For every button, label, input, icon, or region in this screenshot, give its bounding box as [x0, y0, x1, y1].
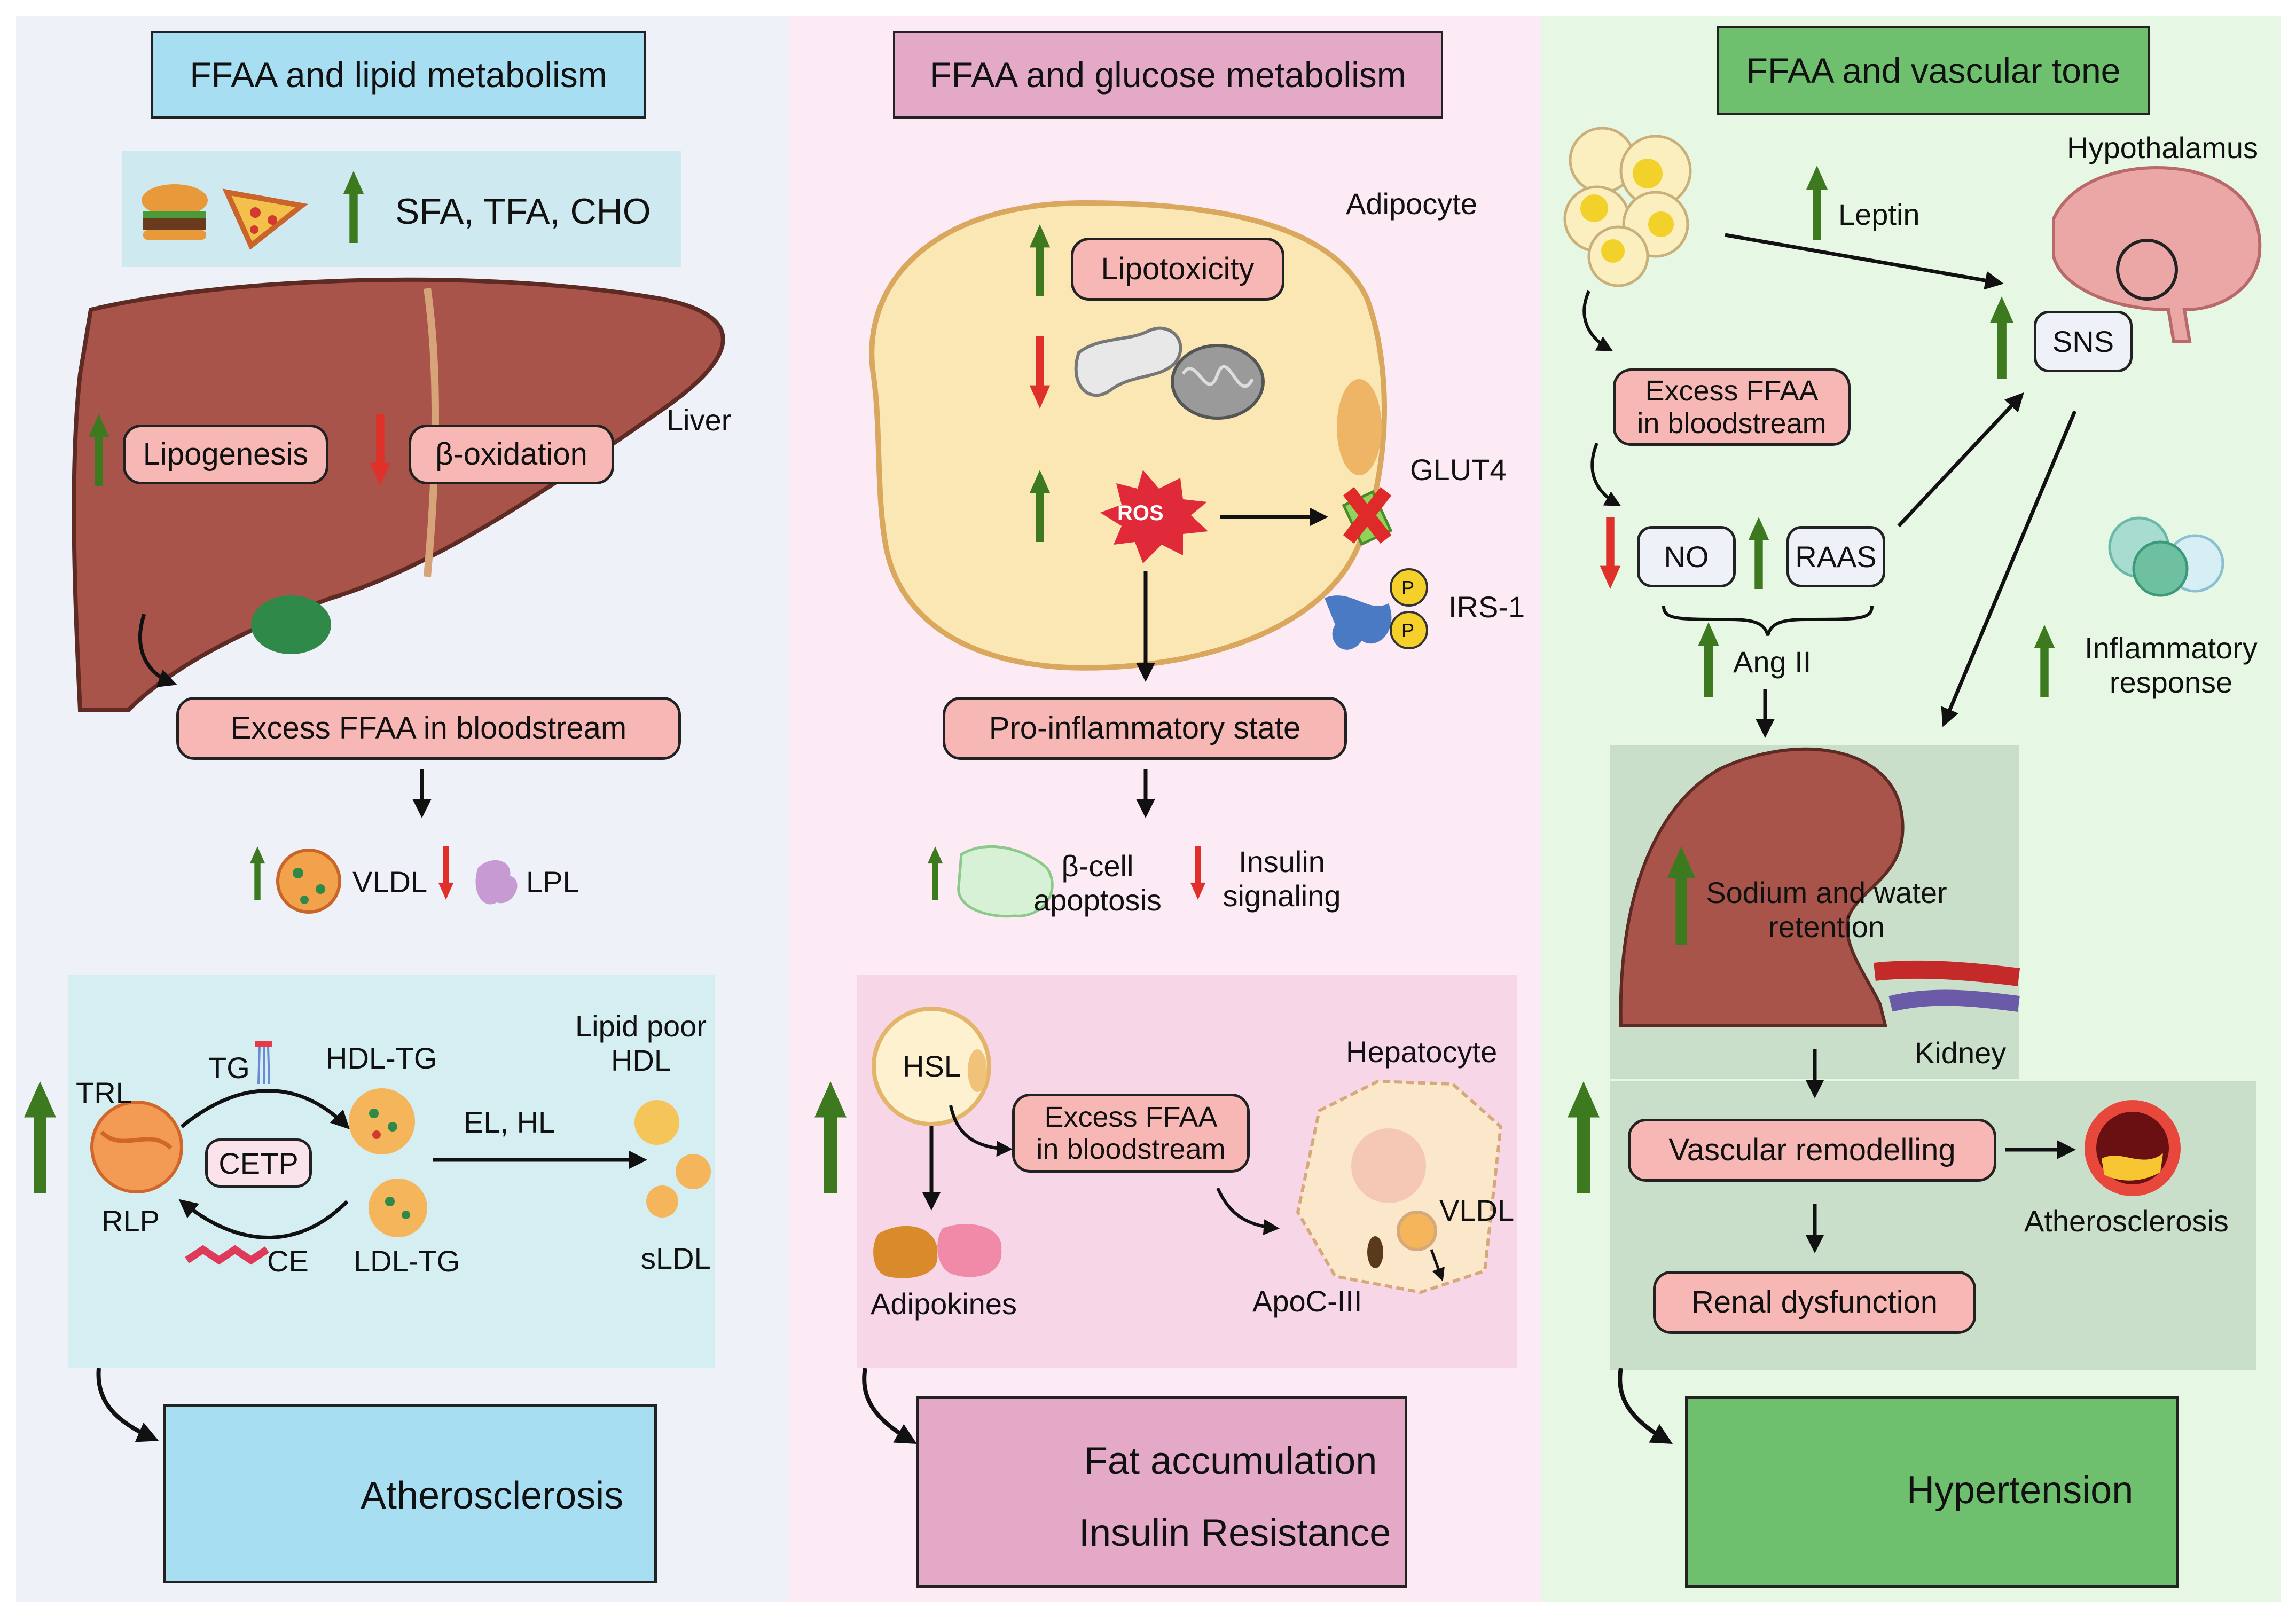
- atherosclerosis-outcome-box: Atherosclerosis: [163, 1404, 657, 1583]
- insulin-signaling-down-arrow: [1190, 846, 1206, 900]
- pizza-icon: [222, 188, 308, 250]
- burger-icon: [142, 184, 208, 240]
- hepatocyte-label: Hepatocyte: [1346, 1035, 1498, 1069]
- ang2-up-arrow: [1698, 622, 1719, 697]
- adipokine-molecules-icon: [873, 1224, 1002, 1278]
- ang2-label: Ang II: [1733, 645, 1812, 679]
- hypertension-outcome-box: Hypertension: [1685, 1396, 2179, 1588]
- beta-oxidation-pill: β-oxidation: [409, 425, 614, 484]
- proinflammatory-pill: Pro-inflammatory state: [943, 697, 1347, 760]
- fat-accumulation-label: Fat accumulation: [1084, 1440, 1377, 1482]
- glut4-label: GLUT4: [1410, 453, 1507, 486]
- triglyceride-up-arrow: [24, 1081, 56, 1193]
- atherosclerosis-outcome-label: Atherosclerosis: [361, 1474, 624, 1517]
- vldl-particle-icon: [276, 849, 341, 914]
- irs1-label: IRS-1: [1448, 590, 1525, 624]
- lipotoxicity-pill: Lipotoxicity: [1071, 238, 1284, 301]
- inflammatory-up-arrow: [2034, 625, 2055, 697]
- renal-dysfunction-pill: Renal dysfunction: [1653, 1271, 1976, 1334]
- adipokines-label: Adipokines: [871, 1287, 1017, 1321]
- beta-cell-up-arrow: [927, 846, 943, 900]
- glut4-transporter-icon: [1342, 487, 1393, 546]
- kidney-label: Kidney: [1915, 1036, 2007, 1070]
- artery-small-icon: [2085, 1100, 2181, 1196]
- hdl-particle-icon: [349, 1088, 415, 1154]
- no-box: NO: [1637, 526, 1736, 587]
- lpl-down-arrow: [438, 846, 454, 900]
- sns-up-arrow: [1989, 296, 2014, 379]
- leptin-up-arrow: [1806, 166, 1828, 240]
- ros-label: ROS: [1117, 501, 1164, 525]
- raas-box: RAAS: [1786, 526, 1885, 587]
- lipid-poor-hdl-icon: [634, 1100, 711, 1218]
- liver-icon: [72, 277, 725, 712]
- vldl-label: VLDL: [352, 865, 428, 899]
- hypertension-label: Hypertension: [1907, 1469, 2134, 1512]
- phospho-label-1: P: [1401, 577, 1415, 599]
- cetp-pill: CETP: [205, 1138, 312, 1188]
- vascular-panel-title: FFAA and vascular tone: [1717, 26, 2150, 115]
- brain-icon: [2052, 166, 2262, 343]
- insulin-resistance-label: Insulin Resistance: [1079, 1512, 1391, 1554]
- diet-band: [122, 151, 681, 267]
- hypothalamus-label: Hypothalamus: [2067, 131, 2258, 164]
- kidney-icon: [1619, 747, 2020, 1027]
- vascular-up-arrow: [1568, 1081, 1600, 1193]
- sns-box: SNS: [2034, 311, 2133, 372]
- lpl-label: LPL: [526, 865, 579, 899]
- fat-accumulation-outcome-box: Fat accumulation Insulin Resistance: [916, 1396, 1407, 1588]
- el-hl-label: EL, HL: [464, 1105, 555, 1139]
- ldl-tg-label: LDL-TG: [354, 1244, 460, 1278]
- hsl-adipocyte-icon: [872, 1007, 991, 1126]
- hsl-label: HSL: [903, 1049, 961, 1083]
- atherosclerosis-label: Atherosclerosis: [2024, 1204, 2229, 1238]
- beta-cell-icon: [957, 845, 1054, 918]
- er-organelle-icon: [1074, 326, 1182, 397]
- adipocyte-label: Adipocyte: [1346, 187, 1477, 221]
- no-down-arrow: [1600, 517, 1621, 589]
- lpl-enzyme-icon: [475, 860, 518, 905]
- leptin-label: Leptin: [1838, 198, 1920, 231]
- liver-label: Liver: [667, 403, 732, 437]
- ros-burst-icon: [1100, 470, 1208, 563]
- hsl-up-arrow: [814, 1081, 847, 1193]
- vldl-up-arrow: [249, 846, 265, 900]
- irs1-protein-icon: [1325, 568, 1428, 650]
- sldl-label: sLDL: [641, 1242, 711, 1275]
- tg-molecule-icon: [255, 1041, 272, 1085]
- rlp-label: RLP: [101, 1204, 160, 1238]
- trl-particle-icon: [90, 1101, 183, 1193]
- lipogenesis-pill: Lipogenesis: [123, 425, 328, 484]
- glucose-panel-title: FFAA and glucose metabolism: [893, 31, 1443, 119]
- ce-label: CE: [267, 1244, 309, 1278]
- ce-molecule-icon: [185, 1245, 269, 1265]
- vascular-remodelling-pill: Vascular remodelling: [1628, 1119, 1996, 1182]
- ldl-particle-icon: [369, 1179, 427, 1237]
- immune-cells-icon: [2108, 516, 2224, 597]
- phospho-label-2: P: [1401, 619, 1415, 641]
- vldl-hepatocyte-label: VLDL: [1439, 1193, 1515, 1227]
- lipid-panel-title: FFAA and lipid metabolism: [151, 31, 646, 119]
- raas-up-arrow: [1748, 517, 1769, 589]
- mitochondrion-icon: [1171, 344, 1265, 420]
- tg-label: TG: [208, 1051, 250, 1085]
- excess-ffaa-pill: Excess FFAA in bloodstream: [176, 697, 681, 760]
- diet-label: SFA, TFA, CHO: [395, 191, 651, 232]
- hepatocyte-cell-icon: [1296, 1079, 1503, 1294]
- adipose-tissue-icon: [1563, 127, 1692, 287]
- apoc3-label: ApoC-III: [1252, 1284, 1362, 1318]
- trl-label: TRL: [76, 1076, 132, 1110]
- hdl-tg-label: HDL-TG: [326, 1041, 437, 1075]
